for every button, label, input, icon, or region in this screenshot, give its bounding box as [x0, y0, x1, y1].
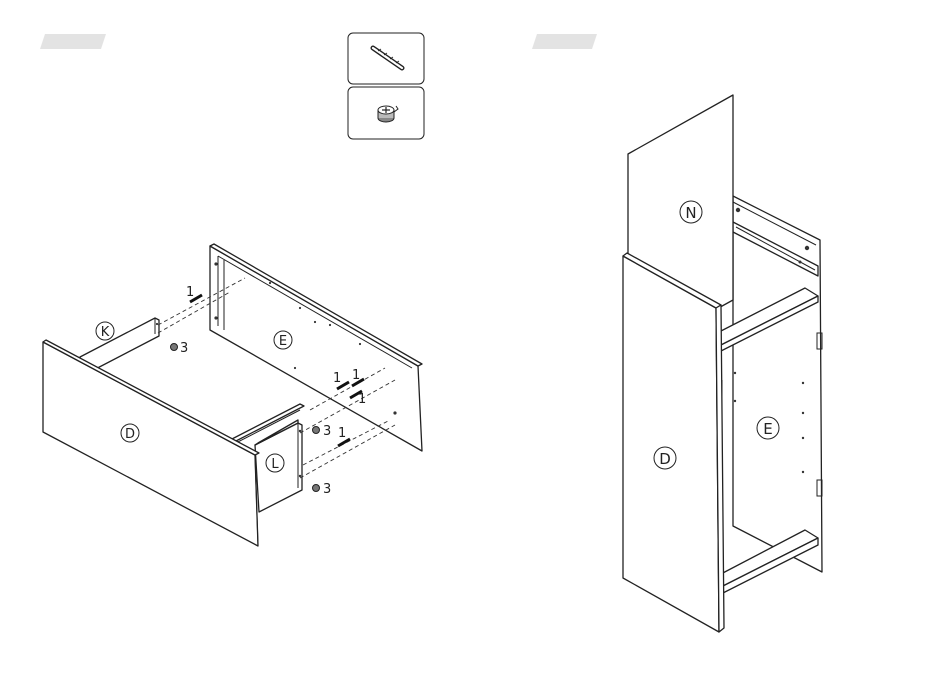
drawer-back-panel-e — [210, 244, 422, 451]
label-n: N — [680, 201, 702, 223]
parts-legend — [348, 33, 424, 139]
step-2-tab — [532, 34, 597, 49]
svg-text:E: E — [279, 334, 287, 349]
callout-dowel-mid-b: 1 — [352, 368, 360, 383]
svg-text:D: D — [659, 450, 671, 468]
label-e-step1: E — [274, 331, 292, 349]
callout-cam-top: 3 — [180, 341, 188, 356]
svg-text:K: K — [101, 325, 110, 340]
callout-cam-low: 3 — [323, 482, 331, 497]
callout-dowel-mid-a: 1 — [333, 371, 341, 386]
callout-cam-mid: 3 — [323, 424, 331, 439]
svg-text:L: L — [271, 457, 279, 472]
drawer-front-panel-d — [43, 340, 259, 546]
step-1-tab — [40, 34, 106, 49]
callout-dowel-top: 1 — [186, 285, 194, 300]
svg-text:N: N — [685, 204, 696, 222]
cam-lock-icon — [378, 106, 398, 122]
step-1-drawer-assembly: 1 3 1 1 1 3 1 3 K E D L — [43, 244, 422, 546]
label-d-step2: D — [654, 447, 676, 469]
label-e-step2: E — [757, 417, 779, 439]
label-k: K — [96, 322, 114, 340]
label-l: L — [266, 454, 284, 472]
cabinet-side-panel-e — [733, 196, 822, 572]
callout-dowel-mid-c: 1 — [358, 392, 366, 407]
callout-dowel-low: 1 — [338, 426, 346, 441]
step-2-cabinet-assembly: N E D — [623, 95, 822, 632]
svg-text:D: D — [125, 427, 135, 442]
label-d-step1: D — [121, 424, 139, 442]
wooden-dowel-icon — [373, 48, 402, 68]
cabinet-front-panel-d — [623, 253, 724, 632]
svg-text:E: E — [763, 420, 772, 438]
